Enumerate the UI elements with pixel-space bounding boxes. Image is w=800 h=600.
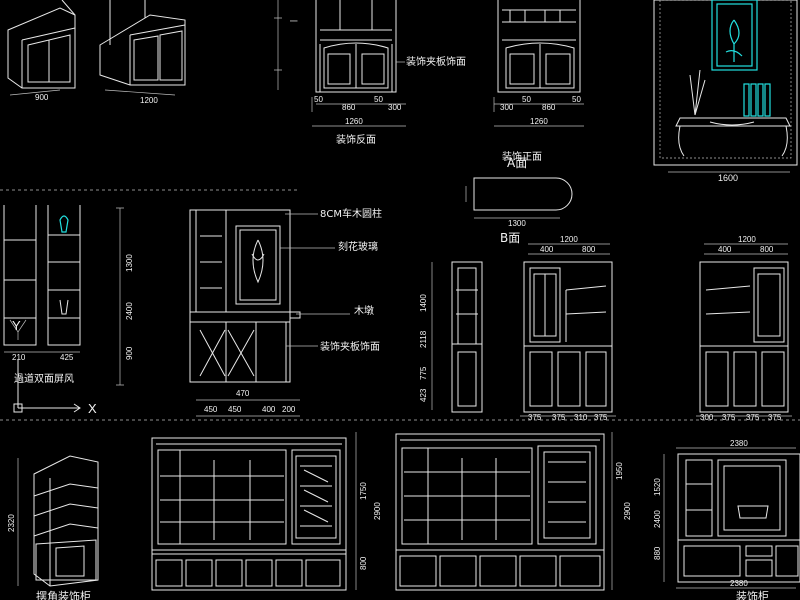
svg-text:50: 50 [572, 95, 581, 104]
svg-text:2900: 2900 [373, 502, 382, 520]
label-decor-panel-2: 装饰夹板饰面 [320, 340, 380, 353]
svg-text:860: 860 [542, 103, 556, 112]
svg-text:50: 50 [522, 95, 531, 104]
display-cabinet-1: 1750 2900 800 [151, 432, 382, 591]
svg-text:300: 300 [700, 413, 714, 422]
back-elevation: | 装饰夹板饰面 50 860 50 300 1260 装饰反面 [274, 0, 466, 146]
svg-text:2400: 2400 [653, 510, 662, 528]
axis-y-label: Y [12, 318, 21, 333]
iso-cabinet-small: 900 [7, 0, 76, 102]
b-face-elevations: 1400 2118 775 423 1200 400 800 375 375 3… [419, 235, 792, 422]
svg-text:775: 775 [419, 366, 428, 380]
svg-text:800: 800 [760, 245, 774, 254]
svg-text:300: 300 [500, 103, 514, 112]
svg-text:470: 470 [236, 389, 250, 398]
svg-text:375: 375 [594, 413, 608, 422]
svg-text:900: 900 [125, 346, 134, 360]
iso-cabinet-large: 1200 [99, 0, 186, 105]
decor-cabinet: 2380 1520 2400 880 2380 装饰柜 [653, 439, 800, 600]
svg-text:200: 200 [282, 405, 296, 414]
svg-text:425: 425 [60, 353, 74, 362]
svg-text:1520: 1520 [653, 478, 662, 496]
label-decor-back: 装饰反面 [336, 133, 376, 146]
display-cabinet-2: 1950 2900 [395, 432, 632, 591]
svg-text:450: 450 [204, 405, 218, 414]
svg-text:1260: 1260 [345, 117, 363, 126]
label-face-a: A面 [507, 156, 527, 170]
svg-text:2900: 2900 [623, 502, 632, 520]
label-round-column: 8CM车木圆柱 [320, 207, 382, 220]
label-decor-cabinet: 装饰柜 [736, 589, 769, 600]
svg-text:1400: 1400 [419, 294, 428, 312]
svg-text:400: 400 [262, 405, 276, 414]
screen-elevation: 1300 2400 900 8CM车木圆柱 刻花玻璃 木墩 装饰夹板饰面 450… [116, 207, 382, 417]
svg-text:375: 375 [528, 413, 542, 422]
svg-text:1200: 1200 [738, 235, 756, 244]
svg-text:50: 50 [374, 95, 383, 104]
corridor-screen: 210 425 過道双面屏风 [3, 205, 81, 385]
label-face-b: B面 [500, 231, 520, 245]
label-corner-cabinet: 摆角装饰柜 [36, 589, 91, 600]
label-wood-stile: 木墩 [354, 304, 374, 317]
ucs-axis: X Y [12, 318, 97, 416]
plan-view: 1300 B面 [465, 177, 573, 245]
svg-text:1300: 1300 [125, 254, 134, 272]
svg-text:2320: 2320 [7, 514, 16, 532]
svg-text:400: 400 [718, 245, 732, 254]
svg-text:880: 880 [653, 546, 662, 560]
label-corridor-screen: 過道双面屏风 [14, 372, 74, 385]
label-decor-panel-1: 装饰夹板饰面 [406, 55, 466, 68]
svg-text:400: 400 [540, 245, 554, 254]
svg-text:375: 375 [746, 413, 760, 422]
svg-text:1300: 1300 [508, 219, 526, 228]
svg-text:1600: 1600 [718, 173, 738, 183]
svg-text:423: 423 [419, 388, 428, 402]
svg-text:2400: 2400 [125, 302, 134, 320]
svg-text:800: 800 [359, 556, 368, 570]
svg-text:1750: 1750 [359, 482, 368, 500]
svg-text:300: 300 [388, 103, 402, 112]
svg-text:375: 375 [768, 413, 782, 422]
corner-cabinet: 2320 摆角装饰柜 [7, 455, 99, 600]
svg-text:375: 375 [722, 413, 736, 422]
iso-large-dim: 1200 [140, 96, 158, 105]
label-face-a-prefix: 装饰正面 [502, 150, 542, 163]
svg-text:210: 210 [12, 353, 26, 362]
svg-text:310: 310 [574, 413, 588, 422]
axis-x-label: X [88, 401, 97, 416]
svg-text:2380: 2380 [730, 579, 748, 588]
svg-text:1260: 1260 [530, 117, 548, 126]
svg-text:2380: 2380 [730, 439, 748, 448]
iso-small-dim: 900 [35, 93, 49, 102]
svg-text:2118: 2118 [419, 330, 428, 348]
svg-text:860: 860 [342, 103, 356, 112]
console-table-elevation: 1600 [653, 0, 798, 183]
svg-text:1200: 1200 [560, 235, 578, 244]
svg-text:50: 50 [314, 95, 323, 104]
svg-text:375: 375 [552, 413, 566, 422]
svg-text:1950: 1950 [615, 462, 624, 480]
svg-text:800: 800 [582, 245, 596, 254]
label-carved-glass: 刻花玻璃 [338, 240, 378, 253]
svg-text:|: | [289, 20, 298, 22]
svg-text:450: 450 [228, 405, 242, 414]
front-elevation: 300 50 860 50 1260 装饰正面 A面 [493, 0, 584, 170]
